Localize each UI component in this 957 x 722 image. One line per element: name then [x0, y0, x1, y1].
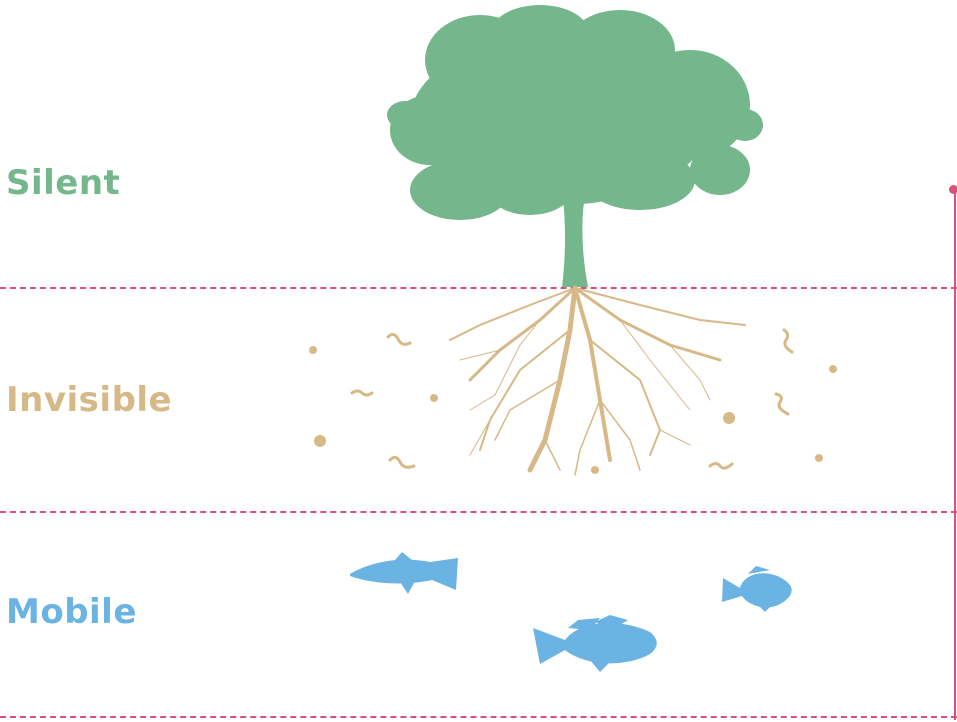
sunfish-icon — [722, 566, 792, 612]
perch-icon — [533, 615, 657, 672]
tree-icon — [387, 5, 763, 287]
worm-icon — [352, 330, 792, 468]
trout-icon — [350, 552, 458, 594]
roots-icon — [450, 288, 745, 475]
soil-particle-icon — [309, 346, 837, 474]
